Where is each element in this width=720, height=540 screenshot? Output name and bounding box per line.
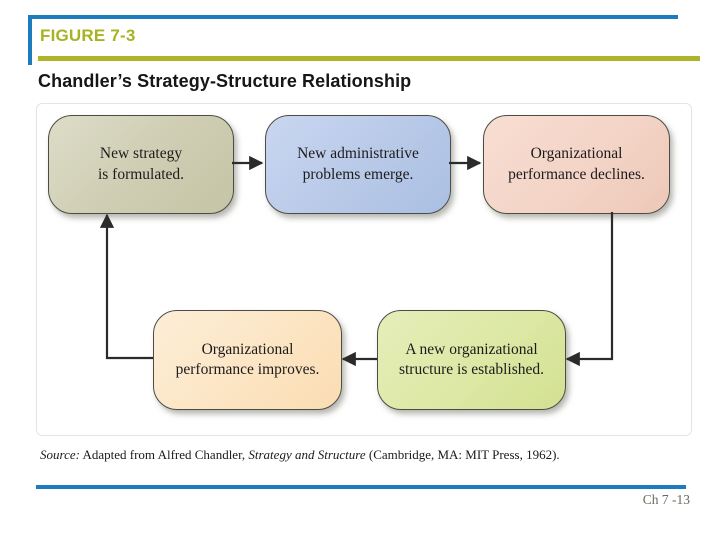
flow-box-text-line: New administrative bbox=[297, 145, 419, 163]
flow-box-text-line: problems emerge. bbox=[302, 165, 414, 183]
flow-box-text-line: Organizational bbox=[530, 145, 623, 163]
flow-box-structure-established: A new organizational structure is establ… bbox=[377, 310, 566, 410]
source-book-title: Strategy and Structure bbox=[248, 447, 366, 462]
source-text-after: (Cambridge, MA: MIT Press, 1962). bbox=[365, 447, 560, 462]
source-text-before: Adapted from Alfred Chandler, bbox=[79, 447, 249, 462]
olive-divider-rule bbox=[38, 56, 700, 61]
left-accent-rule bbox=[28, 15, 32, 65]
flow-box-text-line: New strategy bbox=[99, 145, 183, 163]
flow-box-new-strategy: New strategy is formulated. bbox=[48, 115, 234, 214]
flow-box-text-line: is formulated. bbox=[97, 165, 185, 183]
flow-box-admin-problems: New administrative problems emerge. bbox=[265, 115, 451, 214]
flow-box-text-line: performance improves. bbox=[175, 361, 320, 378]
top-accent-rule bbox=[28, 15, 678, 19]
flow-box-performance-declines: Organizational performance declines. bbox=[483, 115, 670, 214]
page-title: Chandler’s Strategy-Structure Relationsh… bbox=[38, 71, 412, 91]
flow-box-text-line: Organizational bbox=[201, 340, 294, 358]
figure-label: FIGURE 7-3 bbox=[40, 26, 136, 45]
flow-box-performance-improves: Organizational performance improves. bbox=[153, 310, 342, 410]
source-label: Source: bbox=[40, 447, 80, 462]
bottom-accent-rule bbox=[36, 485, 686, 489]
flow-box-text-line: A new organizational bbox=[405, 340, 538, 358]
source-citation: Source: Adapted from Alfred Chandler, St… bbox=[40, 447, 680, 463]
flow-box-text-line: structure is established. bbox=[398, 361, 545, 378]
page-number: Ch 7 -13 bbox=[642, 492, 690, 507]
flow-box-text-line: performance declines. bbox=[508, 165, 645, 183]
